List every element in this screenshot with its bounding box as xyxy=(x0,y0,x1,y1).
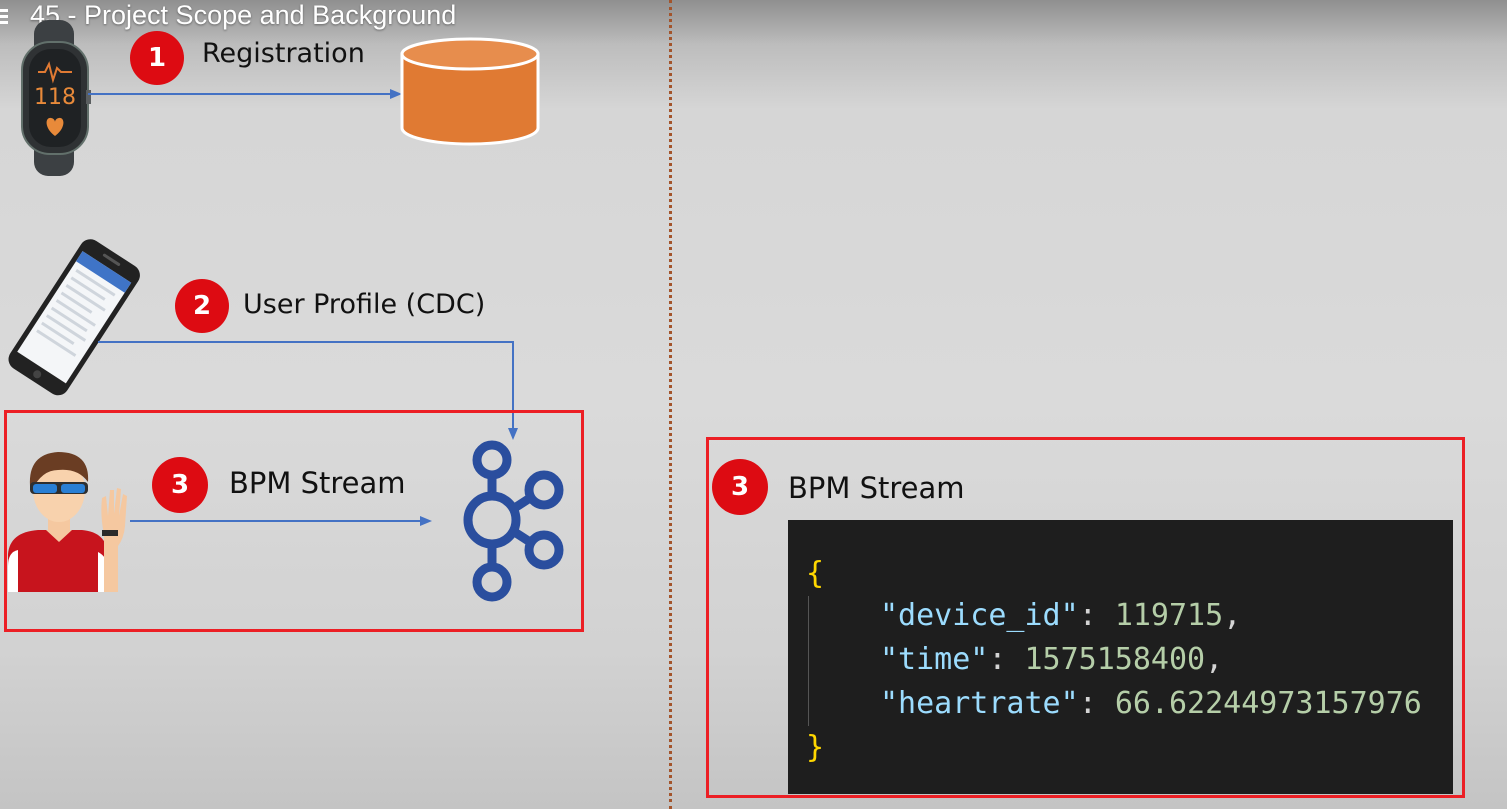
json-key: "time" xyxy=(880,642,989,677)
json-open-brace: { xyxy=(806,556,825,591)
json-value: 119715 xyxy=(1114,598,1224,633)
database-icon xyxy=(400,37,540,146)
json-key: "heartrate" xyxy=(880,686,1079,721)
cdc-arrow xyxy=(98,341,518,440)
json-close-brace: } xyxy=(806,730,825,765)
divider xyxy=(669,0,672,809)
smartphone-icon xyxy=(8,239,140,396)
step-2-badge: 2 xyxy=(175,279,229,333)
smartwatch-icon: 118 xyxy=(21,20,91,176)
bpm-stream-arrow xyxy=(130,516,432,526)
registration-arrow xyxy=(88,89,402,99)
step-1-badge: 1 xyxy=(130,31,184,85)
json-value: 66.62244973157976 xyxy=(1114,686,1422,721)
json-key: "device_id" xyxy=(880,598,1079,633)
person-icon xyxy=(8,452,127,592)
step-3-label: BPM Stream xyxy=(229,466,406,500)
indent-guide xyxy=(808,596,809,726)
json-row: "time": 1575158400, xyxy=(880,642,1224,677)
json-row: "heartrate": 66.62244973157976 xyxy=(880,686,1422,721)
detail-badge: 3 xyxy=(712,459,768,515)
watch-display: 118 xyxy=(34,85,76,110)
step-3-badge: 3 xyxy=(152,457,208,513)
json-value: 1575158400 xyxy=(1024,642,1206,677)
kafka-icon xyxy=(463,440,564,602)
bpm-stream-highlight-box xyxy=(4,410,584,632)
step-2-label: User Profile (CDC) xyxy=(243,289,486,320)
menu-icon[interactable] xyxy=(0,6,10,32)
bpm-stream-detail-box xyxy=(706,437,1465,798)
detail-label: BPM Stream xyxy=(788,471,965,505)
json-code-panel xyxy=(788,520,1453,794)
video-title: 45 - Project Scope and Background xyxy=(30,0,457,30)
step-1-label: Registration xyxy=(202,38,365,69)
json-row: "device_id": 119715, xyxy=(880,598,1242,633)
